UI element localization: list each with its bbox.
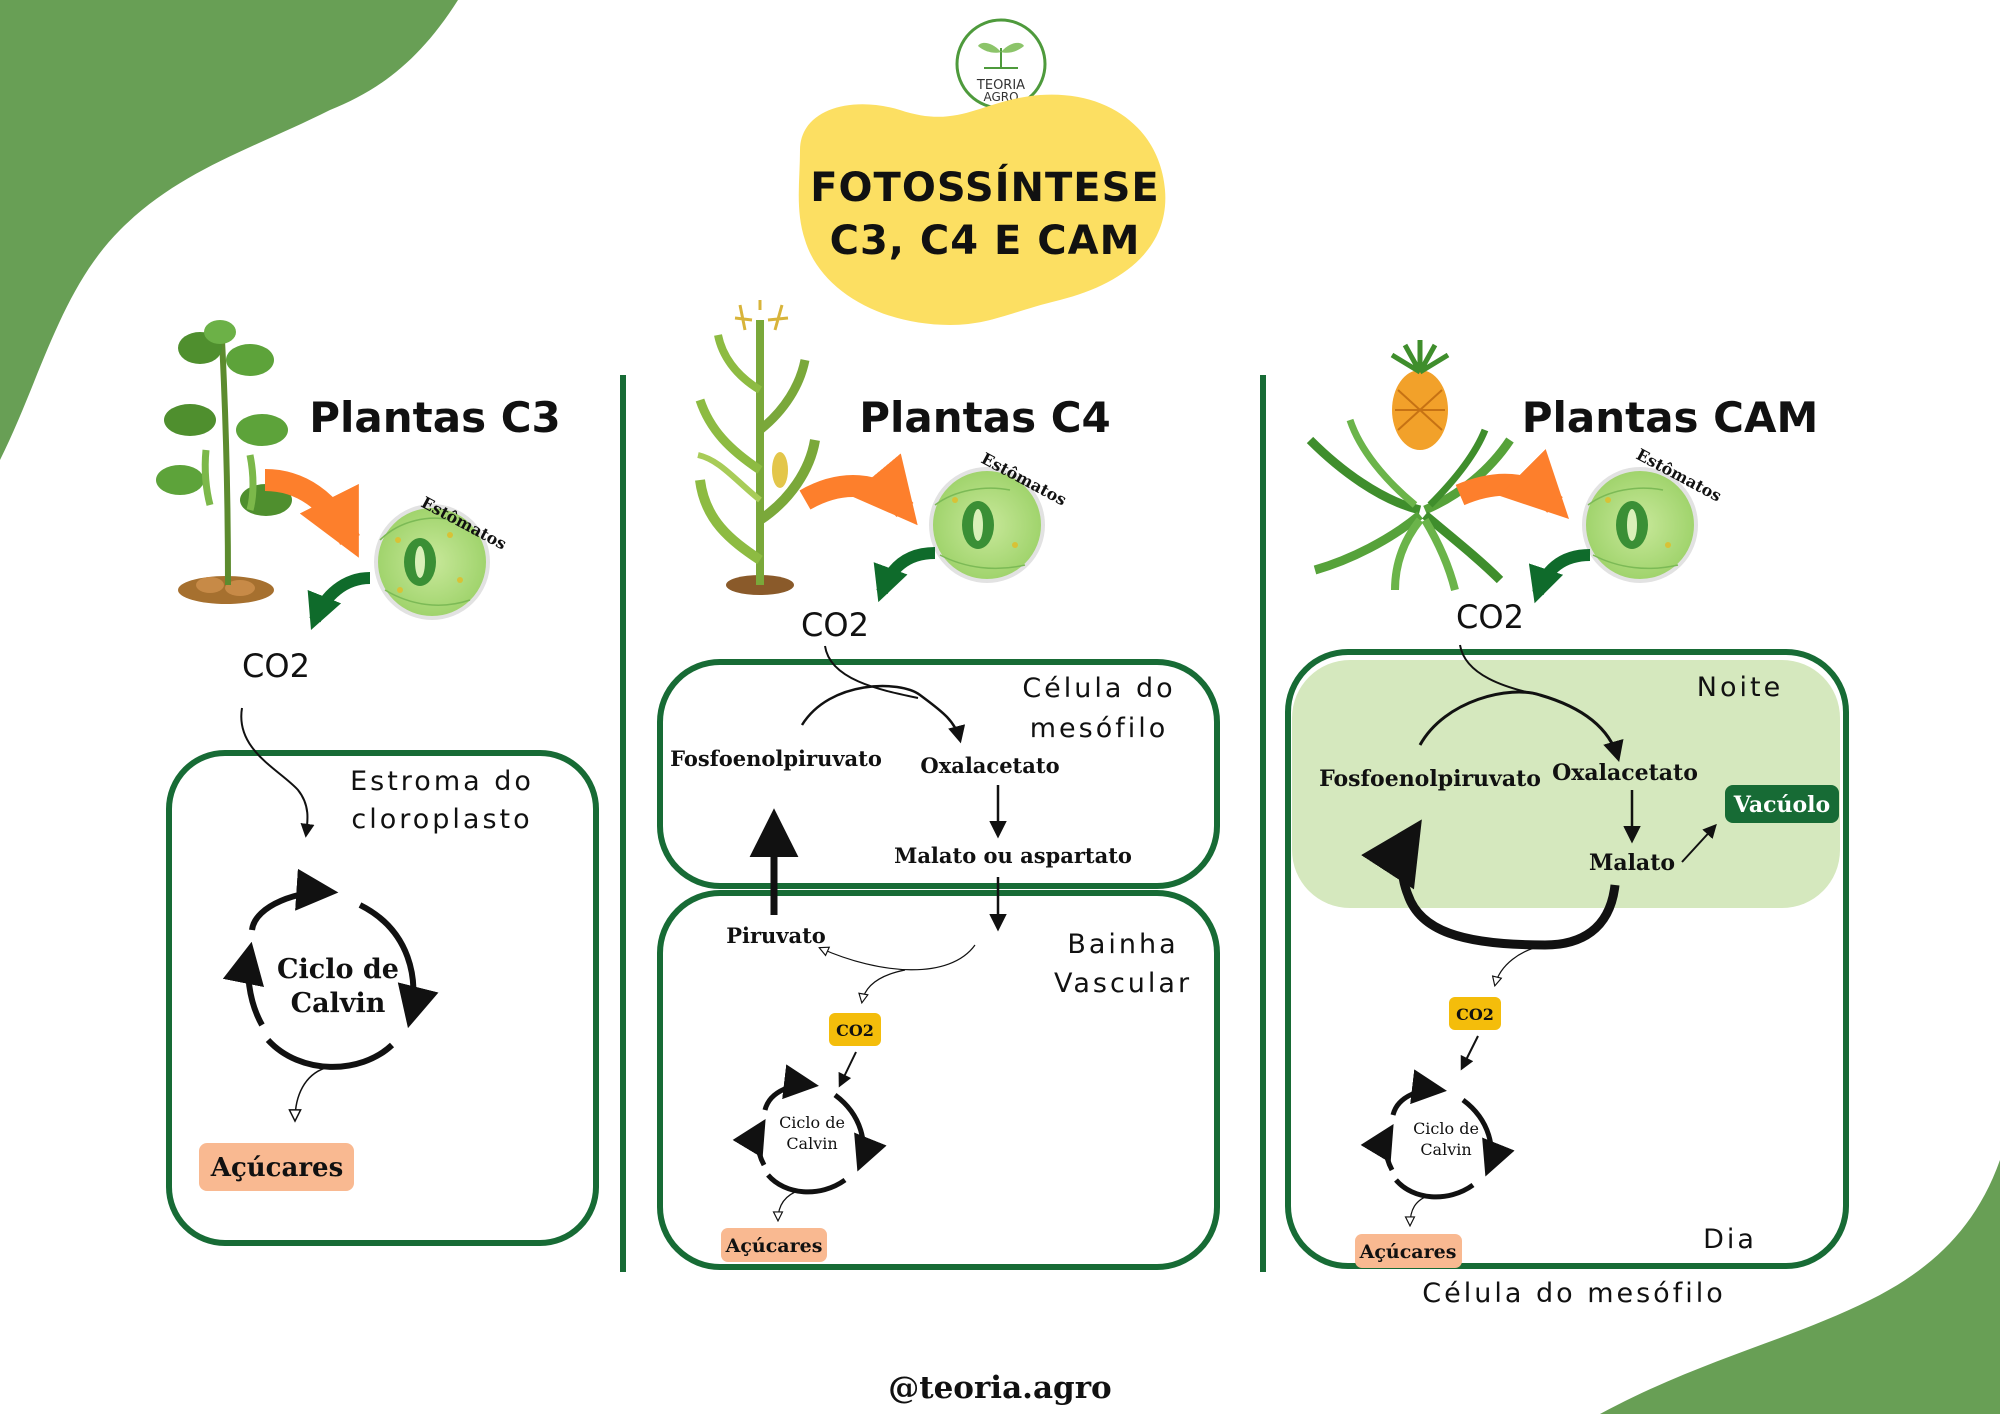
cam-pep-arc-arrow xyxy=(1418,690,1624,763)
c3-green-arrow-icon xyxy=(307,572,371,631)
c3-calvin-cycle-icon xyxy=(222,868,439,1070)
cam-night-zone xyxy=(1292,660,1840,908)
c4-orange-arrow-icon xyxy=(799,453,918,526)
footer-handle: @teoria.agro xyxy=(888,1370,1111,1406)
c4-to-co2-arrow xyxy=(862,969,906,1002)
cam-cycle-line2: Calvin xyxy=(1420,1140,1471,1159)
c4-pep-arc-arrow xyxy=(800,684,966,744)
c4-cycle-line1: Ciclo de xyxy=(779,1113,845,1132)
c4-co2: CO2 xyxy=(801,606,869,644)
cam-malate-to-vacuole-arrow xyxy=(1681,823,1717,863)
c4-mesophyll-box xyxy=(657,659,1220,889)
c4-malate: Malato ou aspartato xyxy=(894,843,1132,868)
c3-sugar-arrow xyxy=(295,1067,326,1120)
cam-day: Dia xyxy=(1703,1224,1757,1255)
cam-malate: Malato xyxy=(1589,850,1675,876)
c4-mesophyll-label-line1: Célula do xyxy=(1022,673,1175,704)
title-blob xyxy=(798,94,1166,325)
corner-blob-top-left xyxy=(0,0,458,460)
c4-green-arrow-icon xyxy=(873,547,936,603)
c4-oaa: Oxalacetato xyxy=(920,753,1059,778)
cam-calvin-cycle-icon xyxy=(1360,1069,1515,1200)
c3-box-label-line1: Estroma do xyxy=(350,766,534,797)
c4-stomata-icon xyxy=(929,467,1045,583)
c3-heading: Plantas C3 xyxy=(309,393,561,442)
c4-plant xyxy=(695,300,820,595)
c4-sugar-badge xyxy=(721,1228,827,1262)
corner-blob-bottom-right xyxy=(1600,1160,2000,1414)
cam-co2-to-cycle-arrow xyxy=(1460,1035,1479,1071)
c3-stroma-box xyxy=(166,750,599,1246)
cam-caption: Célula do mesófilo xyxy=(1422,1278,1725,1309)
cam-sugar-arrow xyxy=(1410,1194,1431,1225)
c4-co2-arrow xyxy=(824,645,919,699)
cam-sugar: Açúcares xyxy=(1359,1241,1457,1263)
c4-co2-badge xyxy=(829,1013,881,1046)
c4-calvin-cycle-icon xyxy=(732,1064,887,1195)
cam-heading: Plantas CAM xyxy=(1522,393,1819,442)
cam-decarboxylation-arrow xyxy=(1495,944,1546,985)
c3-stomata-icon xyxy=(374,504,490,620)
logo: TEORIA AGRO xyxy=(955,18,1047,110)
c3-cycle-line1: Ciclo de xyxy=(277,954,399,985)
cam-co2-badge xyxy=(1449,997,1501,1030)
c3-plant xyxy=(156,320,292,604)
c3-orange-arrow-icon xyxy=(264,469,360,558)
cam-co2: CO2 xyxy=(1456,598,1524,636)
cam-regeneration-loop-arrow xyxy=(1361,819,1620,950)
c4-sheath-box xyxy=(657,890,1220,1270)
cam-night: Noite xyxy=(1697,672,1783,703)
c3-box-label-line2: cloroplasto xyxy=(351,804,532,835)
cam-vacuole: Vacúolo xyxy=(1733,792,1830,818)
c3-cycle-line2: Calvin xyxy=(291,988,386,1019)
cam-co2-badge-label: CO2 xyxy=(1456,1005,1494,1024)
logo-line1: TEORIA xyxy=(976,78,1025,93)
c4-sheath-label-line2: Vascular xyxy=(1054,968,1192,999)
c3-sugar: Açúcares xyxy=(210,1153,343,1183)
cam-mesophyll-box xyxy=(1285,649,1849,1269)
title-line1: FOTOSSÍNTESE xyxy=(810,163,1160,211)
cam-stomata-icon xyxy=(1582,467,1698,583)
c3-co2: CO2 xyxy=(242,647,310,685)
c3-co2-arrow xyxy=(240,707,315,838)
c4-sugar-arrow xyxy=(778,1189,801,1220)
c4-cycle-line2: Calvin xyxy=(786,1134,837,1153)
c4-decarboxylation-arrow xyxy=(820,944,976,971)
c4-pep: Fosfoenolpiruvato xyxy=(670,746,882,771)
cam-cycle-line1: Ciclo de xyxy=(1413,1119,1479,1138)
c4-pyruvate: Piruvato xyxy=(726,923,826,948)
c4-sheath-label-line1: Bainha xyxy=(1067,929,1178,960)
c4-heading: Plantas C4 xyxy=(859,393,1111,442)
c4-co2-badge-label: CO2 xyxy=(836,1021,874,1040)
c3-sugar-badge xyxy=(199,1143,354,1191)
cam-orange-arrow-icon xyxy=(1455,449,1570,519)
c4-mesophyll-label-line2: mesófilo xyxy=(1030,713,1169,744)
cam-green-arrow-icon xyxy=(1528,549,1591,604)
title-line2: C3, C4 E CAM xyxy=(830,218,1141,264)
cam-vacuole-badge xyxy=(1725,785,1839,823)
cam-plant xyxy=(1306,340,1514,591)
cam-pep: Fosfoenolpiruvato xyxy=(1319,766,1541,792)
c4-co2-to-cycle-arrow xyxy=(838,1051,857,1088)
c4-sugar: Açúcares xyxy=(725,1235,823,1257)
cam-sugar-badge xyxy=(1355,1234,1462,1268)
cam-oaa: Oxalacetato xyxy=(1552,760,1698,786)
